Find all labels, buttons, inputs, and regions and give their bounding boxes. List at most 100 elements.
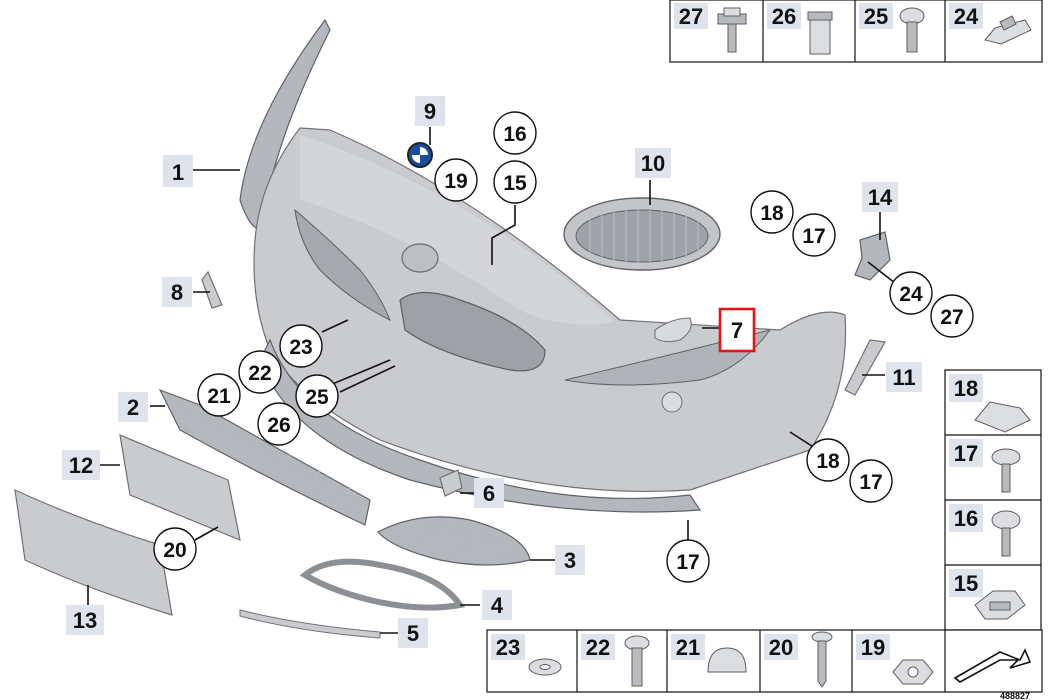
svg-text:17: 17 xyxy=(676,551,699,574)
callout-9: 9 xyxy=(415,96,445,126)
callout-12: 12 xyxy=(62,450,100,480)
callout-circle-17-bottom: 17 xyxy=(666,539,710,583)
callout-2: 2 xyxy=(118,392,148,422)
trim-strip xyxy=(239,609,381,639)
svg-text:20: 20 xyxy=(769,635,793,660)
svg-text:8: 8 xyxy=(171,280,183,305)
hardware-strip-top: 27 26 25 24 xyxy=(669,0,1043,63)
mounting-bracket xyxy=(854,231,891,281)
leader-lines xyxy=(87,127,896,634)
hardware-strip-right: 18 17 16 15 xyxy=(944,369,1042,631)
callout-13: 13 xyxy=(66,605,104,635)
callout-circle-18-lower: 18 xyxy=(806,438,850,482)
cover-strip xyxy=(14,488,173,616)
callout-3: 3 xyxy=(555,545,585,575)
hardware-cell-25: 25 xyxy=(859,3,925,53)
svg-text:13: 13 xyxy=(73,608,97,633)
callout-circle-23: 23 xyxy=(279,324,323,368)
hardware-strip-bottom: 23 22 21 20 19 488827 xyxy=(486,629,1043,700)
callout-circle-15: 15 xyxy=(493,160,537,204)
svg-text:6: 6 xyxy=(483,481,495,506)
callout-circle-26: 26 xyxy=(257,402,301,446)
svg-text:18: 18 xyxy=(816,450,840,473)
callout-14: 14 xyxy=(862,182,898,212)
small-cover-right xyxy=(439,469,463,497)
diagram-code: 488827 xyxy=(1000,691,1030,700)
callout-7-highlighted: 7 xyxy=(718,307,756,353)
callout-circle-17-upper: 17 xyxy=(792,213,836,257)
bmw-emblem xyxy=(407,142,433,168)
callout-circle-27: 27 xyxy=(930,294,974,338)
svg-text:21: 21 xyxy=(207,385,231,408)
svg-text:14: 14 xyxy=(868,185,893,210)
svg-text:23: 23 xyxy=(289,336,312,359)
svg-text:1: 1 xyxy=(172,160,184,185)
hardware-cell-17: 17 xyxy=(949,439,1021,493)
svg-text:2: 2 xyxy=(127,395,139,420)
hardware-cell-24: 24 xyxy=(949,3,1032,45)
callout-circle-24: 24 xyxy=(889,271,933,315)
svg-text:18: 18 xyxy=(954,376,978,401)
svg-text:9: 9 xyxy=(424,99,436,124)
svg-text:10: 10 xyxy=(641,151,665,176)
callout-10: 10 xyxy=(635,148,671,178)
hardware-cell-21: 21 xyxy=(671,634,747,673)
svg-text:24: 24 xyxy=(954,4,979,29)
lower-grille xyxy=(158,388,371,526)
svg-text:19: 19 xyxy=(861,635,885,660)
callout-circle-20: 20 xyxy=(153,527,197,571)
callout-circle-19: 19 xyxy=(434,158,478,202)
svg-text:17: 17 xyxy=(802,225,825,248)
callout-11: 11 xyxy=(886,362,922,392)
svg-text:22: 22 xyxy=(248,362,271,385)
side-reflector xyxy=(844,339,886,396)
svg-text:7: 7 xyxy=(731,318,743,343)
hardware-cell-18: 18 xyxy=(949,374,1031,433)
svg-text:4: 4 xyxy=(491,593,504,618)
svg-text:15: 15 xyxy=(954,571,978,596)
svg-text:15: 15 xyxy=(503,172,527,195)
callout-circle-17-right: 17 xyxy=(849,459,893,503)
svg-text:26: 26 xyxy=(772,4,796,29)
svg-text:3: 3 xyxy=(564,548,576,573)
callout-circle-25: 25 xyxy=(295,374,339,418)
callout-labels: 1 2 3 4 5 6 7 8 9 10 11 12 13 14 xyxy=(62,96,922,648)
callout-1: 1 xyxy=(163,155,193,187)
svg-text:23: 23 xyxy=(496,635,520,660)
hardware-cell-23: 23 xyxy=(491,634,562,676)
svg-text:11: 11 xyxy=(892,365,915,390)
hardware-cell-27: 27 xyxy=(674,3,747,53)
svg-text:16: 16 xyxy=(503,123,526,146)
license-plate-bracket xyxy=(119,434,241,541)
svg-text:21: 21 xyxy=(676,635,700,660)
svg-text:25: 25 xyxy=(864,4,888,29)
svg-text:17: 17 xyxy=(954,441,978,466)
callout-circle-18-upper: 18 xyxy=(750,190,794,234)
orientation-arrow-icon xyxy=(953,648,1032,683)
trim-frame xyxy=(299,558,466,611)
callout-circle-16: 16 xyxy=(493,111,537,155)
svg-text:19: 19 xyxy=(444,170,467,193)
svg-text:16: 16 xyxy=(954,506,978,531)
svg-text:17: 17 xyxy=(859,471,882,494)
callout-8: 8 xyxy=(162,277,192,307)
kidney-grille xyxy=(563,197,721,271)
hardware-cell-26: 26 xyxy=(767,3,833,55)
svg-text:26: 26 xyxy=(267,414,290,437)
hardware-cell-15: 15 xyxy=(949,569,1026,620)
svg-text:25: 25 xyxy=(305,386,329,409)
svg-text:12: 12 xyxy=(69,453,93,478)
hardware-cell-16: 16 xyxy=(949,504,1021,557)
svg-text:18: 18 xyxy=(760,202,784,225)
svg-text:27: 27 xyxy=(679,4,703,29)
callout-circle-22: 22 xyxy=(238,350,282,394)
svg-text:20: 20 xyxy=(163,539,186,562)
hardware-cell-20: 20 xyxy=(764,631,833,688)
svg-text:27: 27 xyxy=(940,306,963,329)
hardware-cell-22: 22 xyxy=(581,634,650,687)
callout-5: 5 xyxy=(398,618,428,648)
hardware-cell-19: 19 xyxy=(856,634,934,685)
svg-text:22: 22 xyxy=(586,635,610,660)
bumper-cover xyxy=(239,18,847,513)
